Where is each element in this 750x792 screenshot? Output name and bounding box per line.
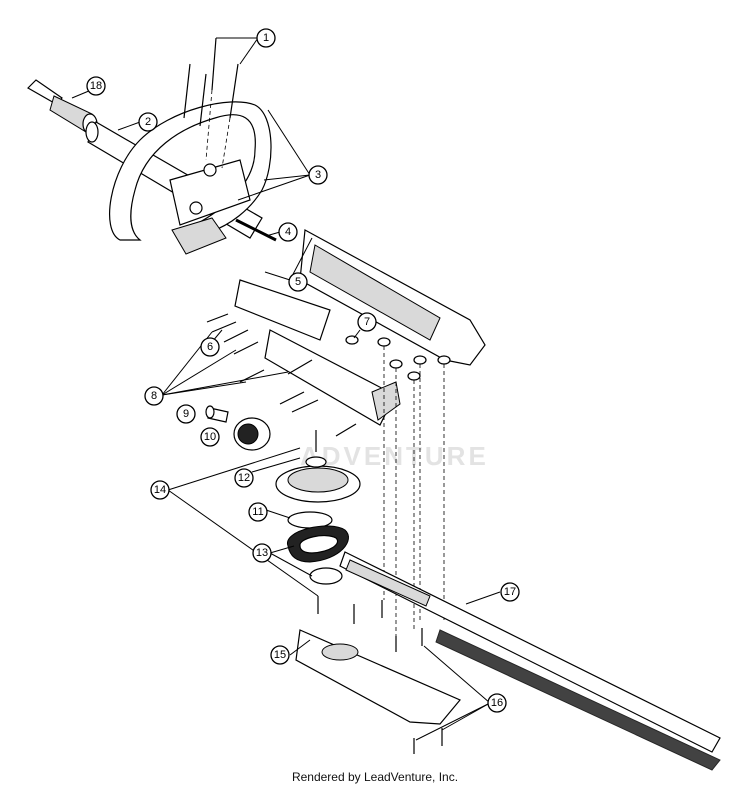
part-17-blade (339, 551, 721, 771)
callout-10: 10 (200, 427, 220, 447)
callout-5-label: 5 (295, 276, 301, 288)
leader-lines (71, 37, 501, 741)
part-14-16-bolts (317, 596, 443, 754)
callout-15-label: 15 (274, 649, 286, 661)
callout-8-label: 8 (151, 390, 157, 402)
watermark-text: ADVENTURE (300, 441, 489, 471)
callout-16: 16 (487, 693, 507, 713)
part-3-loop-handle (109, 101, 272, 255)
part-13-gasket (287, 525, 349, 585)
part-12-main-gear (275, 430, 361, 503)
callout-14-label: 14 (154, 484, 166, 496)
callout-3: 3 (308, 165, 328, 185)
callout-9: 9 (176, 404, 196, 424)
render-credit: Rendered by LeadVenture, Inc. (291, 770, 459, 784)
part-1-screws (183, 37, 239, 169)
callout-14: 14 (150, 480, 170, 500)
callout-3-label: 3 (315, 169, 321, 181)
callout-15: 15 (270, 645, 290, 665)
callout-6-label: 6 (207, 341, 213, 353)
part-15-cover-plate (295, 629, 461, 725)
callout-11: 11 (248, 502, 268, 522)
callout-7: 7 (357, 312, 377, 332)
part-10-pinion-gear (233, 417, 271, 451)
callout-10-label: 10 (204, 431, 216, 443)
callout-5: 5 (288, 272, 308, 292)
part-5-gear-housing (234, 229, 486, 426)
callout-1: 1 (256, 28, 276, 48)
callout-17-label: 17 (504, 586, 516, 598)
part-6-8-screws (206, 313, 357, 437)
callout-12-label: 12 (238, 472, 250, 484)
callout-2: 2 (138, 112, 158, 132)
callout-17: 17 (500, 582, 520, 602)
callout-12: 12 (234, 468, 254, 488)
callout-16-label: 16 (491, 697, 503, 709)
callout-2-label: 2 (145, 116, 151, 128)
callout-9-label: 9 (183, 408, 189, 420)
callout-1-label: 1 (263, 32, 269, 44)
callout-13: 13 (252, 543, 272, 563)
callout-7-label: 7 (364, 316, 370, 328)
callout-8: 8 (144, 386, 164, 406)
part-9-bolt (205, 405, 229, 423)
callout-13-label: 13 (256, 547, 268, 559)
callout-18-label: 18 (90, 80, 102, 92)
part-4-drive-shaft (235, 218, 277, 242)
callout-18: 18 (86, 76, 106, 96)
callout-4-label: 4 (285, 226, 291, 238)
callout-6: 6 (200, 337, 220, 357)
callout-11-label: 11 (252, 506, 263, 518)
part-7-washers (345, 335, 451, 640)
callout-4: 4 (278, 222, 298, 242)
